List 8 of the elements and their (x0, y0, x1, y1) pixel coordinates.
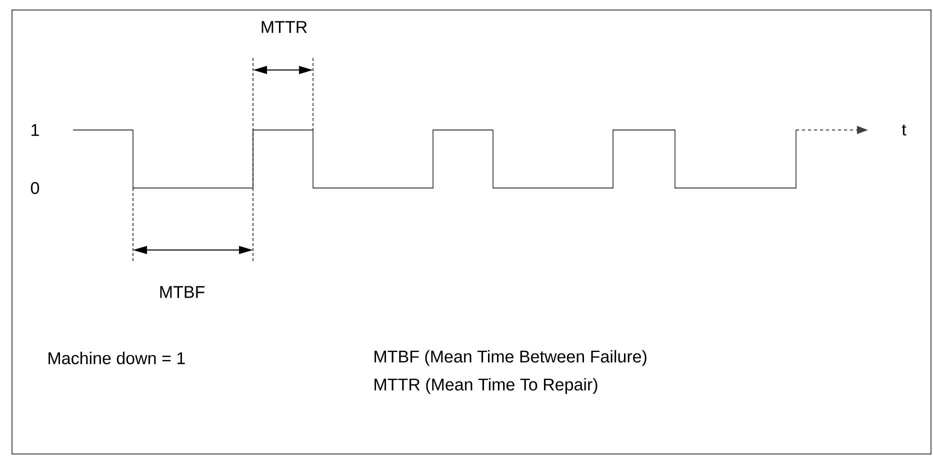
level-label: 1 (32, 124, 39, 136)
dimension-label: MTTR (262, 21, 307, 33)
note: MTTR (Mean Time To Repair) (374, 378, 598, 394)
dimension-label: MTBF (160, 286, 204, 298)
level-label: 0 (30, 182, 40, 194)
note: MTBF (Mean Time Between Failure) (374, 350, 646, 366)
note: Machine down = 1 (48, 352, 185, 364)
axis-label: t (902, 124, 906, 136)
